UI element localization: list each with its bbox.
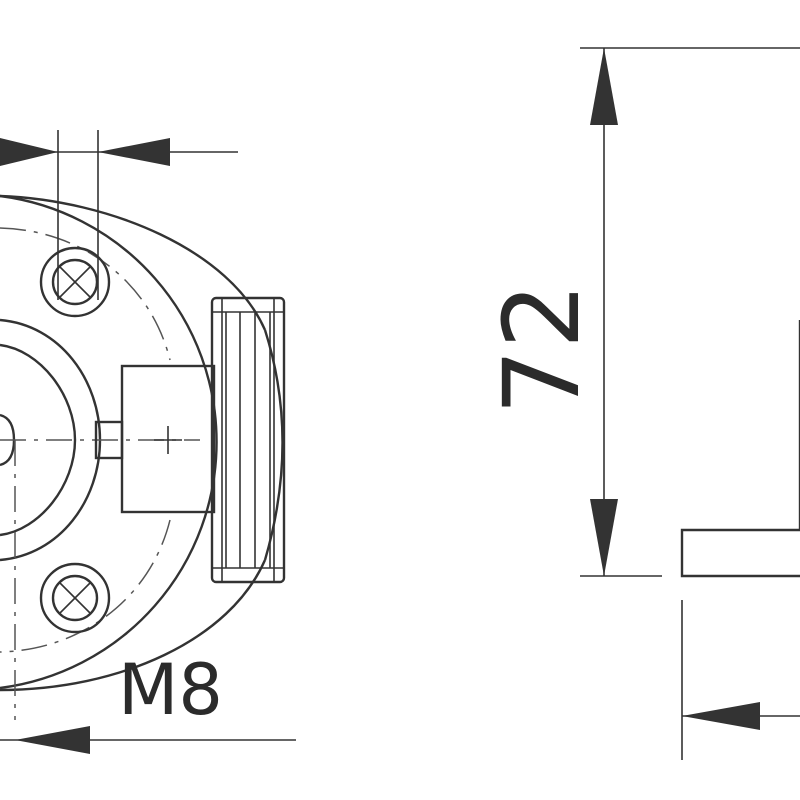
height-arrow-top (590, 48, 618, 125)
top-arrow-left (0, 138, 58, 166)
flange-outline-arc (0, 194, 267, 692)
knob-housing (120, 364, 216, 514)
thread-label: M8 (118, 649, 223, 731)
height-arrow-bottom (590, 499, 618, 576)
flange-outline (0, 194, 218, 690)
height-label: 72 (481, 283, 603, 415)
lower-arrow (682, 702, 760, 730)
center-bore-inner (0, 343, 77, 537)
top-screw (39, 246, 111, 318)
bolt-circle (0, 227, 171, 653)
bottom-arrow (15, 726, 90, 754)
side-view: 72 (481, 47, 800, 760)
housing-center-mark (154, 426, 182, 454)
bottom-screw (39, 562, 111, 634)
front-view: M8 (0, 130, 296, 754)
base-plate (680, 528, 800, 578)
flange-right-arc (263, 329, 284, 561)
top-arrow-right (98, 138, 170, 166)
knurled-knob (210, 296, 286, 584)
